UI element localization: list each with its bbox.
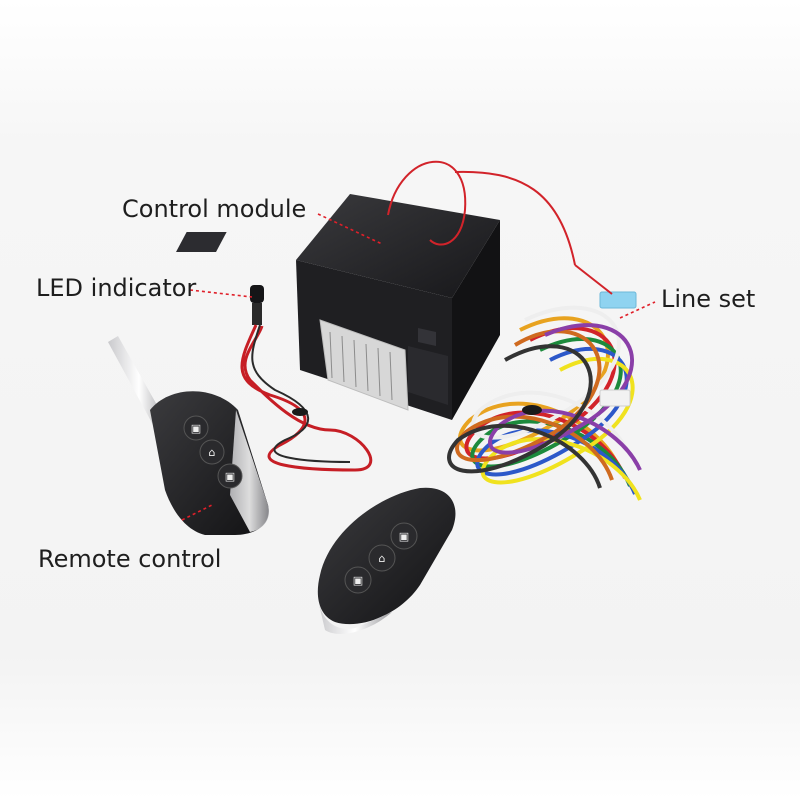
remote-control-right: ▣ ⌂ ▣ [317, 487, 456, 634]
line-set-label: Line set [661, 285, 756, 313]
line-set [292, 264, 656, 501]
svg-text:⌂: ⌂ [209, 446, 216, 459]
svg-text:▣: ▣ [353, 574, 363, 587]
control-module [176, 194, 500, 420]
led-indicator-label: LED indicator [36, 274, 197, 302]
control-module-label: Control module [122, 195, 307, 223]
remote-control-label: Remote control [38, 545, 222, 573]
remote-control-left: ▣ ⌂ ▣ [108, 336, 269, 535]
svg-text:▣: ▣ [225, 470, 235, 483]
svg-text:▣: ▣ [191, 422, 201, 435]
svg-text:▣: ▣ [399, 530, 409, 543]
svg-text:⌂: ⌂ [379, 552, 386, 565]
led-indicator [189, 285, 373, 472]
